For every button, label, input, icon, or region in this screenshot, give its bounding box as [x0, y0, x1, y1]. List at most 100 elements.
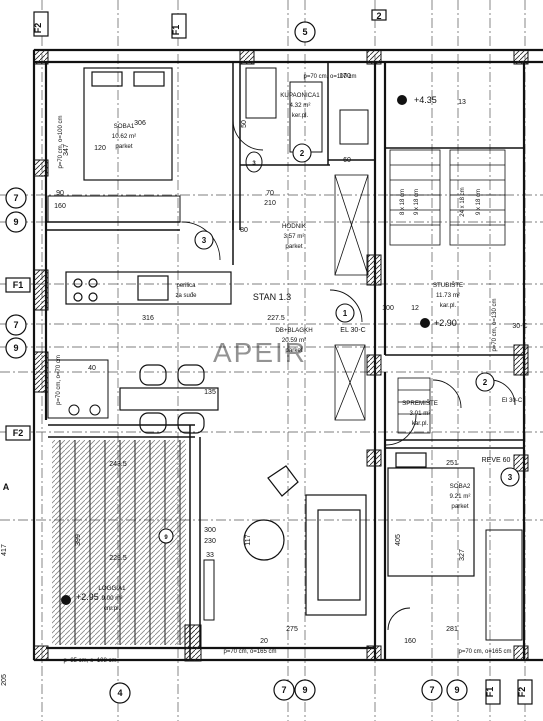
- label-prozor-left: p=70 cm, o=100 cm: [58, 115, 64, 168]
- circle-num-9: 9: [164, 535, 168, 541]
- dim-90: 90: [56, 190, 64, 197]
- room-spremiste-area: 3.01 m²: [410, 410, 431, 417]
- room-hodnik-floor: parket: [285, 243, 302, 250]
- dim-300: 300: [204, 527, 216, 534]
- dim-227: 227.5: [267, 315, 285, 322]
- label-ei-30c-2: 30-C: [512, 323, 527, 330]
- circle-num-2: 2: [300, 149, 305, 158]
- room-stubiste-area: 11.73 m²: [436, 292, 460, 299]
- kitchen-lower: [47, 359, 109, 419]
- circle-num-3c: 3: [252, 161, 256, 167]
- dim-33: 33: [206, 552, 214, 559]
- axis-label-f2-bottom: F2: [517, 687, 527, 698]
- room-hodnik-name: HODNIK: [282, 223, 307, 230]
- dim-135: 135: [204, 389, 216, 396]
- level-upper: +4.35: [414, 95, 437, 105]
- label-prozor-bottom-1: p=85 cm, o=108 cm: [63, 658, 116, 664]
- dim-117: 117: [245, 534, 252, 545]
- bed-soba2: [387, 452, 475, 577]
- room-dnevni-name: DB+BLAGKH: [275, 327, 312, 334]
- room-kupaonica-name: KUPAONICA1: [280, 92, 320, 99]
- dim-12: 12: [411, 305, 419, 312]
- dining-set: [119, 364, 219, 434]
- dim-170: 170: [339, 73, 351, 80]
- dim-306: 306: [134, 120, 146, 127]
- wardrobe-soba1: [47, 195, 181, 223]
- axis-texts: F2 F1 5 2 7 9 F1 7 9 F2 A 4 7 9 7 9 F1 F…: [3, 11, 527, 698]
- level-loggia: +2.95: [76, 592, 99, 602]
- room-loggia-area: 9.00 m²: [102, 595, 123, 602]
- dim-327: 327: [459, 549, 466, 561]
- axis-label-f2-top: F2: [33, 23, 43, 34]
- circle-num-3b: 3: [508, 473, 513, 482]
- room-dnevni-floor: parket: [285, 347, 302, 354]
- room-soba2-name: SOBA2: [450, 483, 471, 490]
- dim-160-left: 160: [54, 203, 66, 210]
- axis-label-f1-left: F1: [13, 280, 24, 290]
- dim-399: 399: [75, 534, 82, 546]
- circle-num-2b: 2: [483, 378, 488, 387]
- dim-160-bottom: 160: [404, 638, 416, 645]
- dim-281: 281: [446, 626, 458, 633]
- room-spremiste-floor: kar.pl.: [412, 420, 429, 427]
- circle-num-1: 1: [343, 309, 348, 318]
- wall-columns: [33, 49, 529, 662]
- dim-120: 120: [94, 145, 106, 152]
- label-revel: REVE 60: [482, 457, 511, 464]
- room-soba1-name: SOBA1: [114, 123, 135, 130]
- level-markers: [61, 95, 430, 605]
- stairs: [334, 149, 506, 434]
- room-loggia-name: LOGGIA1: [98, 585, 126, 592]
- dim-417: 417: [1, 544, 8, 556]
- dim-70: 70: [266, 190, 274, 197]
- room-dnevni-area: 20.59 m²: [282, 337, 306, 344]
- level-labels: +4.35 +2.90 +2.95: [76, 95, 457, 602]
- label-prozor-left-2: p=70 cm, o=70 cm: [56, 355, 62, 405]
- room-labels: SOBA1 10.62 m² parket KUPAONICA1 4.32 m²…: [98, 92, 470, 612]
- level-mid: +2.90: [434, 318, 457, 328]
- axis-label-5: 5: [302, 27, 307, 37]
- label-stair-b: 9 x 18 cm: [414, 189, 420, 215]
- coffee-table: [243, 519, 285, 561]
- sofa: [305, 494, 367, 616]
- dimension-labels: 306 347 170 90 160 50 60 70 210 80 316 2…: [1, 73, 466, 686]
- dim-210: 210: [264, 200, 276, 207]
- dim-60: 60: [343, 157, 351, 164]
- dim-251: 251: [446, 460, 458, 467]
- axis-label-7-left: 7: [13, 193, 18, 203]
- room-kupaonica-area: 4.32 m²: [290, 102, 311, 109]
- circle-num-3a: 3: [202, 236, 207, 245]
- dim-230: 230: [204, 538, 216, 545]
- axis-label-7-bottom2: 7: [429, 685, 434, 695]
- tv-cabinet: [203, 559, 215, 621]
- axis-label-a: A: [3, 482, 10, 492]
- label-prozor-top: p=70 cm, o=100 cm: [303, 74, 356, 80]
- axis-label-7-bottom: 7: [281, 685, 286, 695]
- room-soba2-floor: parket: [451, 503, 468, 510]
- dim-275: 275: [286, 626, 298, 633]
- dim-20: 20: [260, 638, 268, 645]
- label-ei-30c-3: EI 30-C: [502, 398, 523, 404]
- room-soba2-area: 9.21 m²: [450, 493, 471, 500]
- label-stair-d: 9 x 18 cm: [476, 189, 482, 215]
- label-prozor-bottom-2: p=70 cm, o=165 cm: [223, 649, 276, 655]
- label-prozor-bottom-3: p=70 cm, o=165 cm: [458, 649, 511, 655]
- dim-229: 229.5: [109, 555, 127, 562]
- label-stair-c: 24 x 18 cm: [460, 187, 466, 216]
- axis-label-f1-top: F1: [171, 25, 181, 36]
- armchair: [267, 465, 299, 497]
- room-stubiste-floor: kar.pl.: [440, 302, 457, 309]
- dim-80: 80: [240, 227, 248, 234]
- loggia-grid: [59, 440, 181, 645]
- kitchen-counter: [65, 271, 232, 305]
- inner-walls: [46, 62, 524, 660]
- axis-label-9-left2: 9: [13, 343, 18, 353]
- label-stair-a: 8 x 18 cm: [400, 189, 406, 215]
- dim-316: 316: [142, 315, 154, 322]
- room-stubiste-name: STUBIŠTE: [433, 282, 463, 289]
- room-kupaonica-floor: ker.pl.: [292, 112, 309, 119]
- axis-label-4-bottom: 4: [117, 688, 122, 698]
- axis-label-9-left: 9: [13, 217, 18, 227]
- dim-205: 205: [1, 674, 8, 686]
- dim-347: 347: [63, 144, 70, 156]
